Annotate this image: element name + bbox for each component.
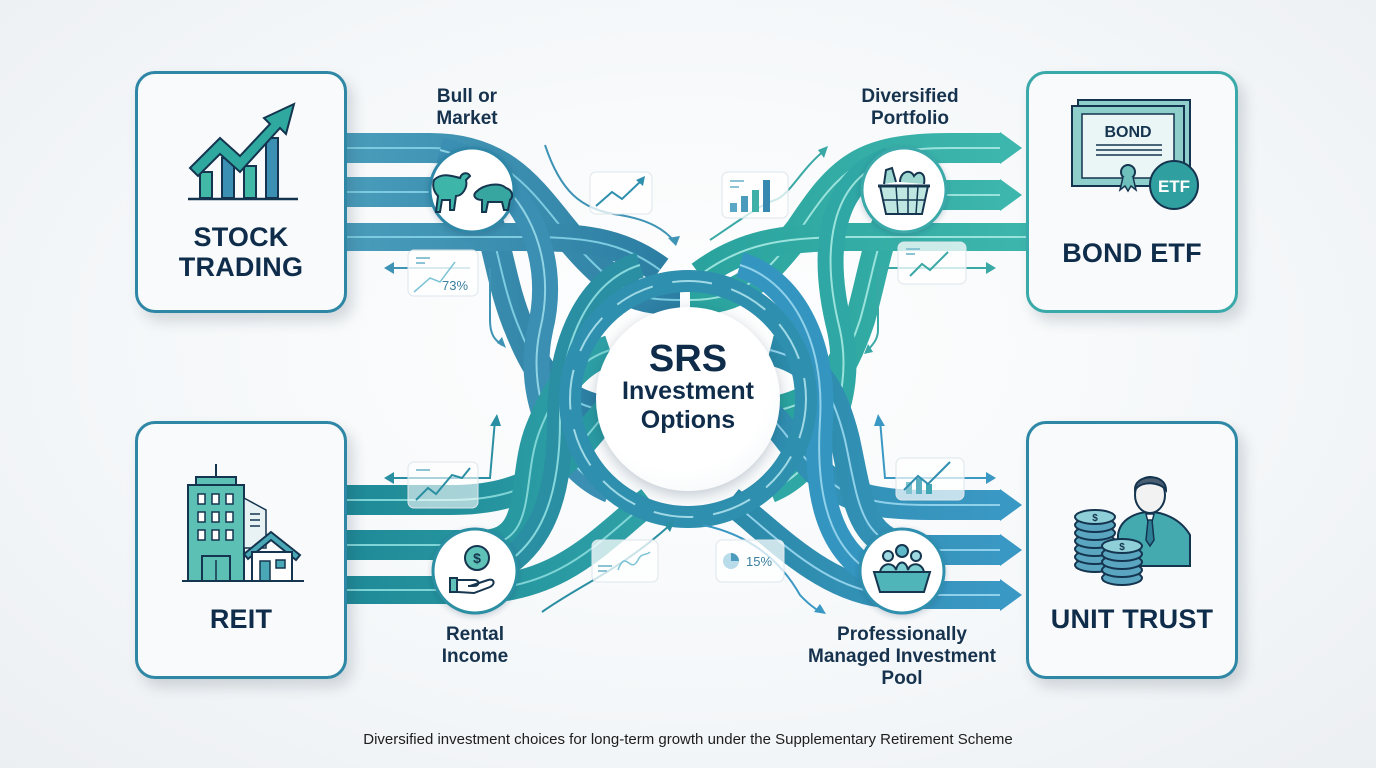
mini-card-15 (715, 539, 785, 583)
percent-badge-73: 73% (442, 278, 469, 293)
node-hand-dollar: $ (431, 527, 519, 615)
node-basket (860, 146, 948, 234)
mini-card-trend-left-bottom (407, 461, 479, 509)
hub-title: SRS (648, 338, 728, 380)
hub-ring (559, 270, 817, 528)
card-stock-trading[interactable]: STOCK TRADING (135, 71, 347, 313)
mini-card-wave (591, 539, 659, 583)
node-label-rental-income: Rental Income (420, 624, 530, 668)
mini-card-trend-right (897, 241, 967, 285)
node-label-diversified-portfolio: Diversified Portfolio (840, 86, 980, 130)
node-people-tub (858, 527, 946, 615)
node-label-pool-1: Professionally (837, 624, 967, 645)
node-label-rental-1: Rental (445, 624, 505, 645)
card-stock-trading-label-2: TRADING (178, 252, 304, 282)
hub-subtitle: Investment Options (596, 377, 780, 435)
node-label-bull-market-1: Bull or (436, 86, 498, 107)
node-label-pool-2: Managed Investment (808, 646, 996, 667)
node-label-bull-market: Bull or Market (412, 86, 522, 130)
hub-subtitle-1: Investment (622, 377, 754, 405)
card-unit-trust[interactable]: UNIT TRUST (1026, 421, 1238, 679)
mini-card-trend-bottom-right (895, 457, 965, 501)
hub-srs-investment-options[interactable]: SRS Investment Options (596, 307, 780, 491)
mini-card-73 (407, 249, 479, 297)
node-label-bull-market-2: Market (436, 108, 498, 129)
card-reit[interactable]: REIT (135, 421, 347, 679)
card-unit-trust-label: UNIT TRUST (1050, 604, 1214, 634)
node-bull-bear (428, 146, 516, 234)
node-label-diversified-2: Portfolio (870, 108, 950, 129)
mini-card-bars-top (721, 171, 789, 219)
card-bond-etf-label: BOND ETF (1062, 238, 1202, 268)
node-label-pool-3: Pool (881, 668, 923, 689)
mini-card-trend-top (589, 171, 653, 215)
hub-subtitle-2: Options (640, 406, 736, 434)
card-stock-trading-label-1: STOCK (193, 222, 289, 252)
node-label-diversified-1: Diversified (861, 86, 959, 107)
card-reit-label: REIT (209, 604, 273, 634)
node-label-rental-2: Income (441, 646, 509, 667)
percent-badge-15: 15% (746, 554, 773, 569)
caption: Diversified investment choices for long-… (363, 731, 1013, 748)
svg-text:$: $ (473, 550, 481, 566)
node-label-managed-pool: Professionally Managed Investment Pool (800, 624, 1004, 690)
card-bond-etf[interactable]: BOND ETF (1026, 71, 1238, 313)
